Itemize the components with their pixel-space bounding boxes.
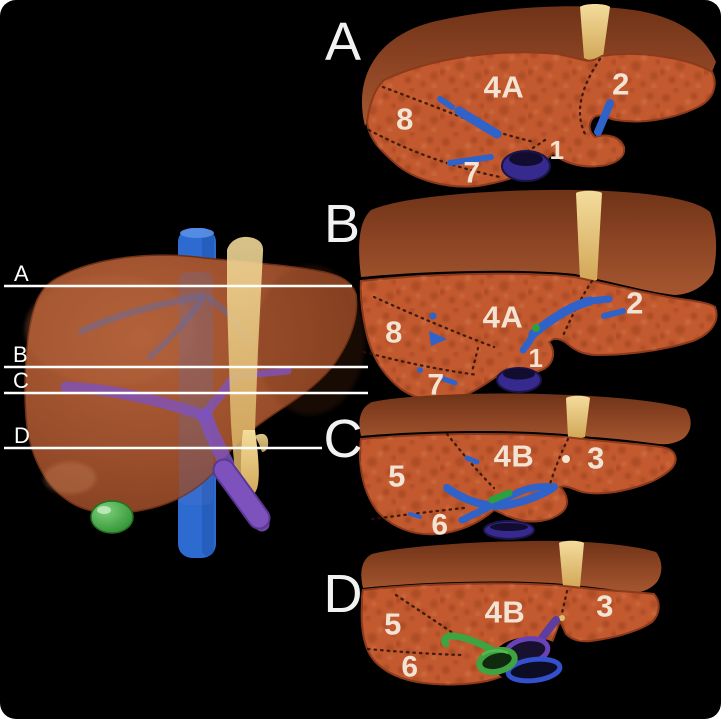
segment-dividers [366,589,569,657]
section-letter-c: C [324,409,363,469]
liver-left-lobe-shade [255,265,365,415]
segment-labels: 5 4B 3 6 [388,439,605,542]
segment-label-6: 6 [401,651,418,684]
portal-vein-branches [408,455,558,524]
section-line-label-d: D [14,423,30,448]
segment-label-8: 8 [385,315,403,350]
segment-label-4a: 4A [483,300,524,335]
segment-label-1: 1 [550,135,565,165]
section-line-label-b: B [13,342,28,367]
portal-strand [537,616,560,644]
hepatic-vein-branches [437,96,614,166]
falciform-band [566,395,590,439]
segment-dividers [370,432,570,521]
cross-section-c: 5 4B 3 6 C [324,393,691,542]
ivc-through-liver [179,272,213,505]
ligament-dot [559,615,565,621]
ivc-lumen [490,523,528,531]
section-letter-a: A [325,12,361,72]
liver-highlight [25,275,195,385]
gallbladder-ring-highlight [481,649,509,657]
vessel-dot-2 [417,367,423,373]
segment-labels: 8 4A 2 1 7 [385,286,644,402]
segment-labels: 8 4A 2 1 7 [396,67,630,190]
liver-lower-highlight [44,462,96,494]
segment-label-4b: 4B [485,595,526,630]
ivc-ring [505,656,563,684]
top-band [359,189,717,295]
segment-label-7: 7 [463,157,480,190]
top-band [359,393,691,445]
ivc-tube-cap [180,228,214,238]
segment-label-2: 2 [612,67,630,102]
section-lines: A B C D [4,261,368,450]
section-letter-d: D [324,564,363,624]
segment-label-5: 5 [384,607,402,642]
segment-label-3: 3 [596,589,614,624]
section-line-label-a: A [14,261,29,286]
ivc-lumen [509,152,543,166]
segment-label-7: 7 [427,369,444,402]
round-ligament-strand [240,430,259,496]
segment-label-1: 1 [529,343,544,373]
cystic-duct [441,632,500,656]
gallbladder [90,500,134,534]
segment-label-3: 3 [587,441,605,476]
falciform-band [580,4,610,61]
top-band [361,540,662,593]
cross-section-b: 8 4A 2 1 7 B [324,189,718,403]
section-letter-b: B [324,194,360,254]
falciform-band [559,540,584,589]
segment-label-2: 2 [626,286,644,321]
portal-exit-tube [214,460,269,528]
section-line-label-c: C [13,368,29,393]
segment-label-4b: 4B [494,439,535,474]
segment-label-4a: 4A [484,70,525,105]
falciform-band [576,190,602,282]
vessel-chevron [429,331,447,346]
segment-label-6: 6 [431,509,448,542]
cross-section-d: 5 4B 3 6 D [324,540,662,686]
segment-labels: 5 4B 3 6 [384,589,614,684]
gallbladder-highlight [97,506,111,514]
top-band [361,6,716,127]
bile-duct-dot [532,324,540,332]
segment-label-8: 8 [396,102,414,137]
bile-duct-segment [488,489,513,504]
vessel-dot [429,312,437,320]
ivc-lumen [503,368,535,380]
gallbladder-dot [562,455,570,463]
segment-label-5: 5 [388,459,406,494]
cross-section-a: 8 4A 2 1 7 A [325,4,716,190]
